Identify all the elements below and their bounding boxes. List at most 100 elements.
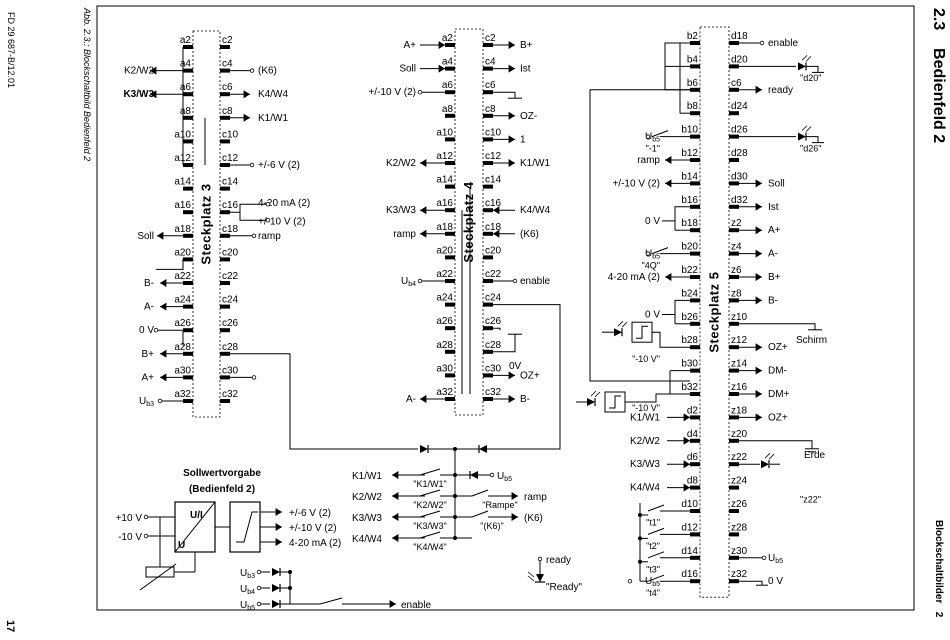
slot5-quoted-label: "4Q" — [642, 260, 660, 270]
pin-label: c30 — [222, 365, 239, 376]
pin-label: a26 — [436, 316, 453, 327]
pin-label: a24 — [436, 293, 453, 304]
pin-bar — [183, 351, 193, 356]
pin-bar — [483, 255, 493, 260]
pin-bar — [445, 137, 455, 142]
slot4-left-signal: ramp — [393, 229, 416, 240]
switch-quote-label: "K2/W2" — [413, 500, 446, 510]
pin-bar — [729, 251, 739, 256]
switch-contact — [319, 597, 343, 605]
wire — [625, 393, 690, 403]
pin-label: b24 — [681, 288, 698, 299]
pin-bar — [483, 90, 493, 95]
diode-icon — [272, 600, 281, 608]
diode-triangle — [272, 584, 280, 592]
diode-icon — [272, 568, 281, 576]
slot4-right-signal: enable — [520, 276, 550, 287]
pin-label: z18 — [731, 405, 748, 416]
pin-label: c16 — [485, 198, 502, 209]
arrow-icon — [508, 395, 515, 403]
terminal — [143, 514, 149, 520]
arrow-icon — [508, 111, 515, 120]
ready-label: ready — [546, 555, 571, 566]
slot4-right-signal: K1/W1 — [520, 158, 550, 169]
slot-name: Steckplatz 5 — [707, 272, 722, 353]
slot5-left-signal: ramp — [637, 155, 660, 166]
pin-label: d30 — [731, 171, 748, 182]
pin-bar — [729, 415, 739, 420]
pin-label: c22 — [485, 269, 502, 280]
pin-label: z30 — [731, 546, 748, 557]
slot3-left-signal: Soll — [137, 231, 154, 242]
pin-bar — [690, 275, 700, 279]
pin-label: a12 — [436, 151, 453, 162]
pin-label: c4 — [222, 59, 233, 70]
arrow-icon — [275, 508, 282, 516]
terminal — [759, 40, 765, 46]
pin-bar — [729, 509, 739, 513]
pin-bar — [690, 87, 700, 92]
arrow-icon — [150, 66, 157, 75]
pin-bar — [729, 87, 739, 92]
pin-bar — [220, 68, 230, 73]
switch-contact — [647, 527, 665, 535]
arrow-icon — [493, 229, 500, 238]
terminal — [256, 569, 262, 575]
diode-icon — [420, 445, 429, 453]
slot5-right-signal: Schirm — [796, 335, 827, 346]
wire — [484, 304, 561, 450]
led-ray — [594, 391, 601, 398]
pin-label: z8 — [731, 288, 742, 299]
arrow-icon — [160, 279, 167, 287]
converter-top-label: U/I — [190, 510, 203, 521]
slot5-left-signal: +/-10 V (2) — [612, 178, 660, 189]
terminal — [143, 533, 149, 539]
pin-label: c24 — [222, 295, 239, 306]
diode-icon — [469, 471, 478, 479]
slot4-left-signal: A- — [406, 394, 416, 405]
arrow-icon — [755, 343, 762, 352]
pin-label: c14 — [485, 175, 502, 186]
pin-label: z26 — [731, 499, 748, 510]
pin-bar — [729, 462, 739, 467]
sollwert-title: Sollwertvorgabe — [183, 468, 261, 479]
switch-row-right: Ub5 — [497, 471, 512, 483]
pin-label: a26 — [174, 318, 191, 329]
pin-bar — [483, 349, 493, 354]
slot5-right-signal: enable — [768, 38, 798, 49]
pin-label: a20 — [174, 247, 191, 258]
arrow-icon — [438, 64, 445, 73]
sollwert-output: +/-6 V (2) — [289, 508, 331, 519]
pin-label: c22 — [222, 271, 239, 282]
diode-triangle — [272, 600, 280, 608]
slot5-right-signal: OZ+ — [768, 342, 788, 353]
arrow-icon — [511, 513, 518, 521]
pin-bar — [183, 210, 193, 215]
arrow-icon — [755, 390, 762, 398]
slot5-quoted-label: "z22" — [800, 494, 821, 504]
arrow-icon — [755, 273, 762, 281]
pin-label: c16 — [222, 200, 239, 211]
page-number: 17 — [4, 620, 16, 633]
wire — [806, 65, 819, 73]
diode-triangle — [798, 132, 806, 141]
slot4-right-signal: OZ+ — [520, 370, 540, 381]
pin-label: a28 — [174, 342, 191, 353]
pin-label: z2 — [731, 218, 742, 229]
slot5-quoted-label: "-10 V" — [632, 403, 660, 413]
chapter-heading: Blockschaltbilder 2 — [933, 520, 944, 617]
slot5-right-signal: OZ+ — [768, 412, 788, 423]
terminal — [157, 398, 163, 404]
led-icon — [587, 398, 596, 406]
wire — [662, 206, 690, 222]
pin-bar — [690, 251, 700, 256]
slot4-left-signal: +/-10 V (2) — [368, 87, 416, 98]
slot4-right-signal: 0V — [509, 361, 522, 372]
pin-label: a14 — [436, 175, 453, 186]
slot5-quoted-label: "-10 V" — [632, 354, 660, 364]
terminal — [265, 217, 271, 223]
pin-bar — [729, 321, 739, 326]
pin-label: c14 — [222, 177, 239, 188]
enable-input-label: Ub4 — [240, 584, 255, 596]
